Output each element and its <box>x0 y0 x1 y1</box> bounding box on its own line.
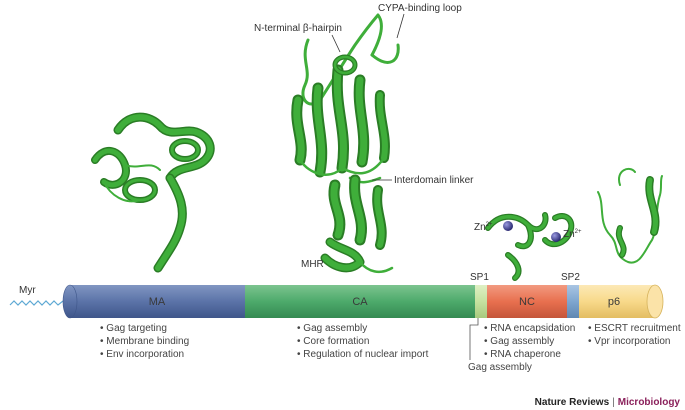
domain-sp1-label: SP1 <box>470 272 489 283</box>
myr-chain <box>9 300 64 306</box>
domain-sp1 <box>475 285 487 318</box>
ma-function-item: • Gag targeting <box>100 323 167 334</box>
zn-left-label: Zn2+ <box>474 222 493 233</box>
p6-function-item: • Vpr incorporation <box>588 336 670 347</box>
p6-function-item: • ESCRT recruitment <box>588 323 681 334</box>
nc-structure <box>485 212 575 281</box>
ca-function-item: • Gag assembly <box>297 323 367 334</box>
domain-bar <box>62 284 664 319</box>
interdomain-linker-label: Interdomain linker <box>394 175 474 186</box>
p6-structure <box>597 167 663 264</box>
zinc-ion-right <box>551 232 561 242</box>
ca-function-item: • Regulation of nuclear import <box>297 349 429 360</box>
ca-function-item: • Core formation <box>297 336 369 347</box>
nc-function-item: • Gag assembly <box>484 336 554 347</box>
n-terminal-hairpin-leader <box>331 34 341 53</box>
domain-p6-label: p6 <box>608 296 620 308</box>
ma-function-item: • Env incorporation <box>100 349 184 360</box>
zinc-ion-left <box>503 221 513 231</box>
sp1-function-label: Gag assembly <box>468 362 532 373</box>
nc-function-item: • RNA chaperone <box>484 349 561 360</box>
domain-ca <box>245 285 475 318</box>
ca-functions: • Gag assembly • Core formation • Regula… <box>297 323 429 360</box>
zn-right-label: Zn2+ <box>563 229 582 240</box>
domain-nc-label: NC <box>519 296 535 308</box>
ma-end-cap <box>62 284 78 319</box>
domain-nc <box>487 285 567 318</box>
p6-end-cap <box>646 284 664 319</box>
domain-sp2-label: SP2 <box>561 272 580 283</box>
sp1-function-bracket <box>469 318 479 360</box>
myr-label: Myr <box>19 285 36 296</box>
domain-sp2 <box>567 285 579 318</box>
nc-function-item: • RNA encapsidation <box>484 323 575 334</box>
n-terminal-hairpin-label: N-terminal β-hairpin <box>254 23 342 34</box>
p6-functions: • ESCRT recruitment • Vpr incorporation <box>588 323 681 347</box>
ma-structure <box>91 112 215 273</box>
ca-structure <box>291 13 400 274</box>
domain-ca-label: CA <box>352 296 368 308</box>
ma-function-item: • Membrane binding <box>100 336 189 347</box>
ma-functions: • Gag targeting • Membrane binding • Env… <box>100 323 189 360</box>
journal-credit: Nature Reviews|Microbiology <box>535 397 681 408</box>
cypa-loop-leader <box>396 13 405 39</box>
mhr-label: MHR <box>301 259 324 270</box>
cypa-loop-label: CYPA-binding loop <box>378 3 462 14</box>
domain-ma-label: MA <box>149 296 166 308</box>
nc-functions: • RNA encapsidation • Gag assembly • RNA… <box>484 323 575 360</box>
domain-p6 <box>579 285 663 318</box>
domain-ma <box>63 285 245 318</box>
